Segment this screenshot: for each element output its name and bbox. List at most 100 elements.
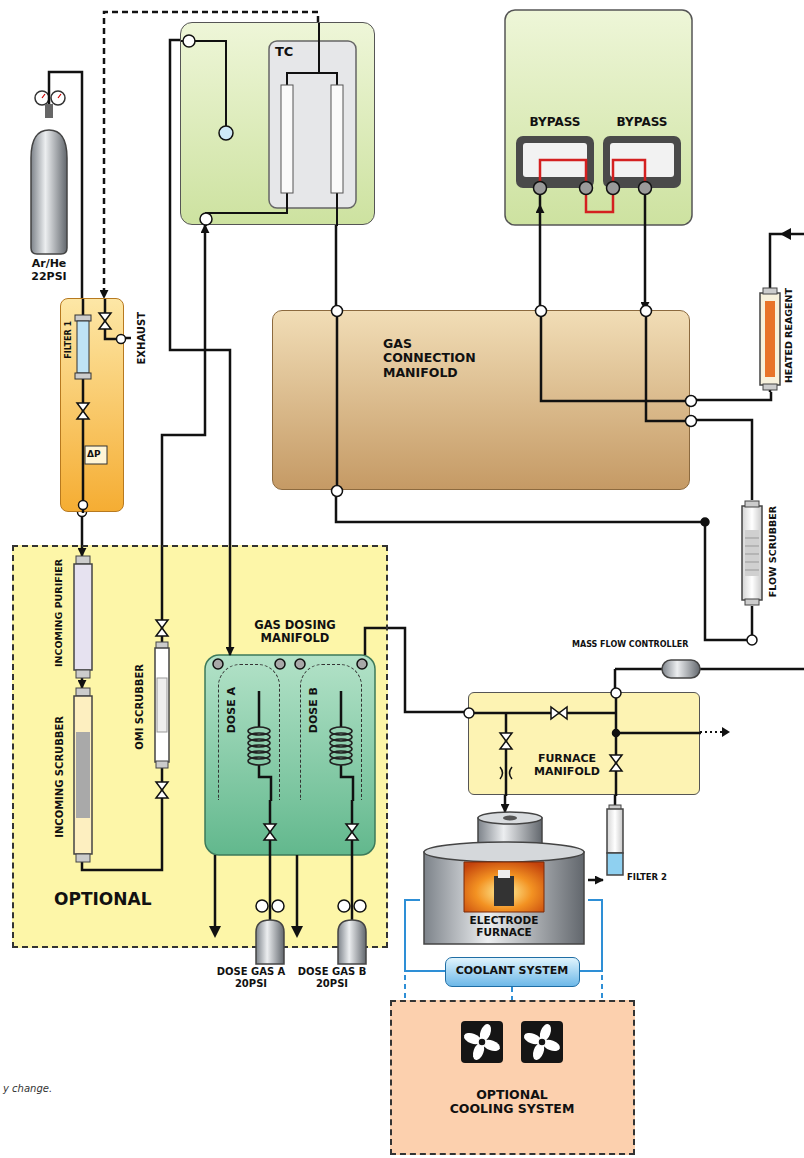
node-label: FLOW SCRUBBER [768,506,779,597]
diagram-graphic [464,708,474,718]
diagram-graphic [607,182,620,195]
diagram-graphic [763,288,777,294]
diagram-graphic [45,104,53,118]
diagram-graphic [330,757,352,765]
omi-scrubber-tube: OMI SCRUBBER [128,642,174,768]
diagram-graphic [256,920,284,964]
node-label: FILTER 1 [64,321,73,359]
diagram-graphic [700,668,804,671]
diagram-graphic [607,809,623,853]
diagram-graphic [85,446,107,464]
diagram-graphic [763,384,777,390]
pipe-connector [335,225,338,310]
scrubber-tube: INCOMING SCRUBBER [40,688,96,862]
diagram-graphic [745,530,759,576]
diagram-graphic [269,898,272,920]
diagram-graphic [332,486,343,497]
diagram-graphic [639,182,652,195]
diagram-graphic [540,160,586,182]
flow-scrubber-tube-art [740,500,790,606]
diagram-graphic [539,194,542,205]
node-label: HEATED REAGENT [784,288,795,383]
optional-region: OPTIONAL INCOMING PURIFIER INCOMING SCRUBB… [12,545,388,948]
node-label: DOSE B [308,687,321,733]
cooling-region-art [392,1002,637,1157]
diagram-graphic [503,816,517,821]
diagram-graphic [291,926,303,938]
pipe-connector [336,490,752,640]
dose-loop: DOSE B [300,664,362,800]
node-label: ΔP [87,449,101,459]
scrubber-tube-art [40,688,96,862]
diagram-graphic [641,306,652,317]
diagram-graphic [74,564,92,670]
diagram-graphic [264,824,276,840]
diagram-graphic [76,556,90,564]
diagram-graphic [337,311,691,491]
diagram-graphic [521,1021,563,1063]
diagram-graphic [269,41,356,208]
diagram-graphic [478,812,542,824]
node-label: BYPASS [512,116,598,130]
gas-manifold: GAS CONNECTION MANIFOLD [272,310,690,490]
diagram-graphic [346,824,358,840]
diagram-graphic [516,136,594,188]
node-label: FURNACE MANIFOLD [527,753,607,778]
dosing-manifold: GAS DOSING MANIFOLDDOSE ADOSE B [205,655,375,855]
diagram-graphic [209,926,221,938]
diagram-graphic [156,761,168,768]
diagram-graphic [248,757,270,765]
pipe-connector [269,800,272,898]
dose-gas-cylinder: DOSE GAS B 20PSI [292,898,375,994]
node-label: ELECTRODE FURNACE [454,914,554,938]
node-label: DOSE A [226,687,239,733]
diagram-graphic [42,94,61,98]
node-label: DOSE GAS A 20PSI [212,966,290,989]
node-label: INCOMING PURIFIER [54,559,65,667]
diagram-graphic [76,732,90,818]
diagram-graphic [461,1021,503,1063]
diagram-graphic [79,501,88,510]
diagram-graphic [156,620,168,636]
diagram-graphic [580,182,593,195]
annotation-label: EXHAUST [136,312,148,365]
node-label: OPTIONAL COOLING SYSTEM [447,1088,577,1117]
diagram-graphic [31,130,67,254]
diagram-graphic [181,23,337,226]
diagram-graphic [478,1038,486,1046]
coolant-system: COOLANT SYSTEM [445,957,580,987]
bypass-valve: BYPASS [512,112,601,205]
diagram-graphic [644,194,647,205]
dose-loop: DOSE A [218,664,280,800]
diagram-graphic [500,733,512,749]
diagram-graphic [607,853,623,875]
diagram-graphic [701,518,709,526]
flow-scrubber-tube: FLOW SCRUBBER [740,500,790,606]
purifier-tube-art [40,556,96,678]
diagram-graphic [551,707,567,719]
diagram-graphic [464,862,544,912]
diagram-graphic [662,660,700,678]
pipe-connector [82,768,162,870]
pipe-connector [511,987,513,1000]
diagram-graphic [155,648,169,762]
purifier-tube: INCOMING PURIFIER [40,556,96,678]
diagram-graphic [538,1038,546,1046]
diagram-graphic [99,313,111,329]
diagram-graphic [338,920,366,964]
diagram-graphic [780,228,791,240]
diagram-graphic [498,870,510,878]
node-label: DOSE GAS B 20PSI [292,966,372,989]
gas-manifold-art [273,311,691,491]
diagram-graphic [157,678,167,732]
diagram-graphic [77,403,89,419]
diagram-graphic [760,293,780,385]
diagram-graphic [12,545,388,948]
diagram-graphic [745,501,759,507]
pipe-connector [539,205,542,310]
diagram-graphic [76,854,90,862]
node-label: OPTIONAL [54,890,152,910]
